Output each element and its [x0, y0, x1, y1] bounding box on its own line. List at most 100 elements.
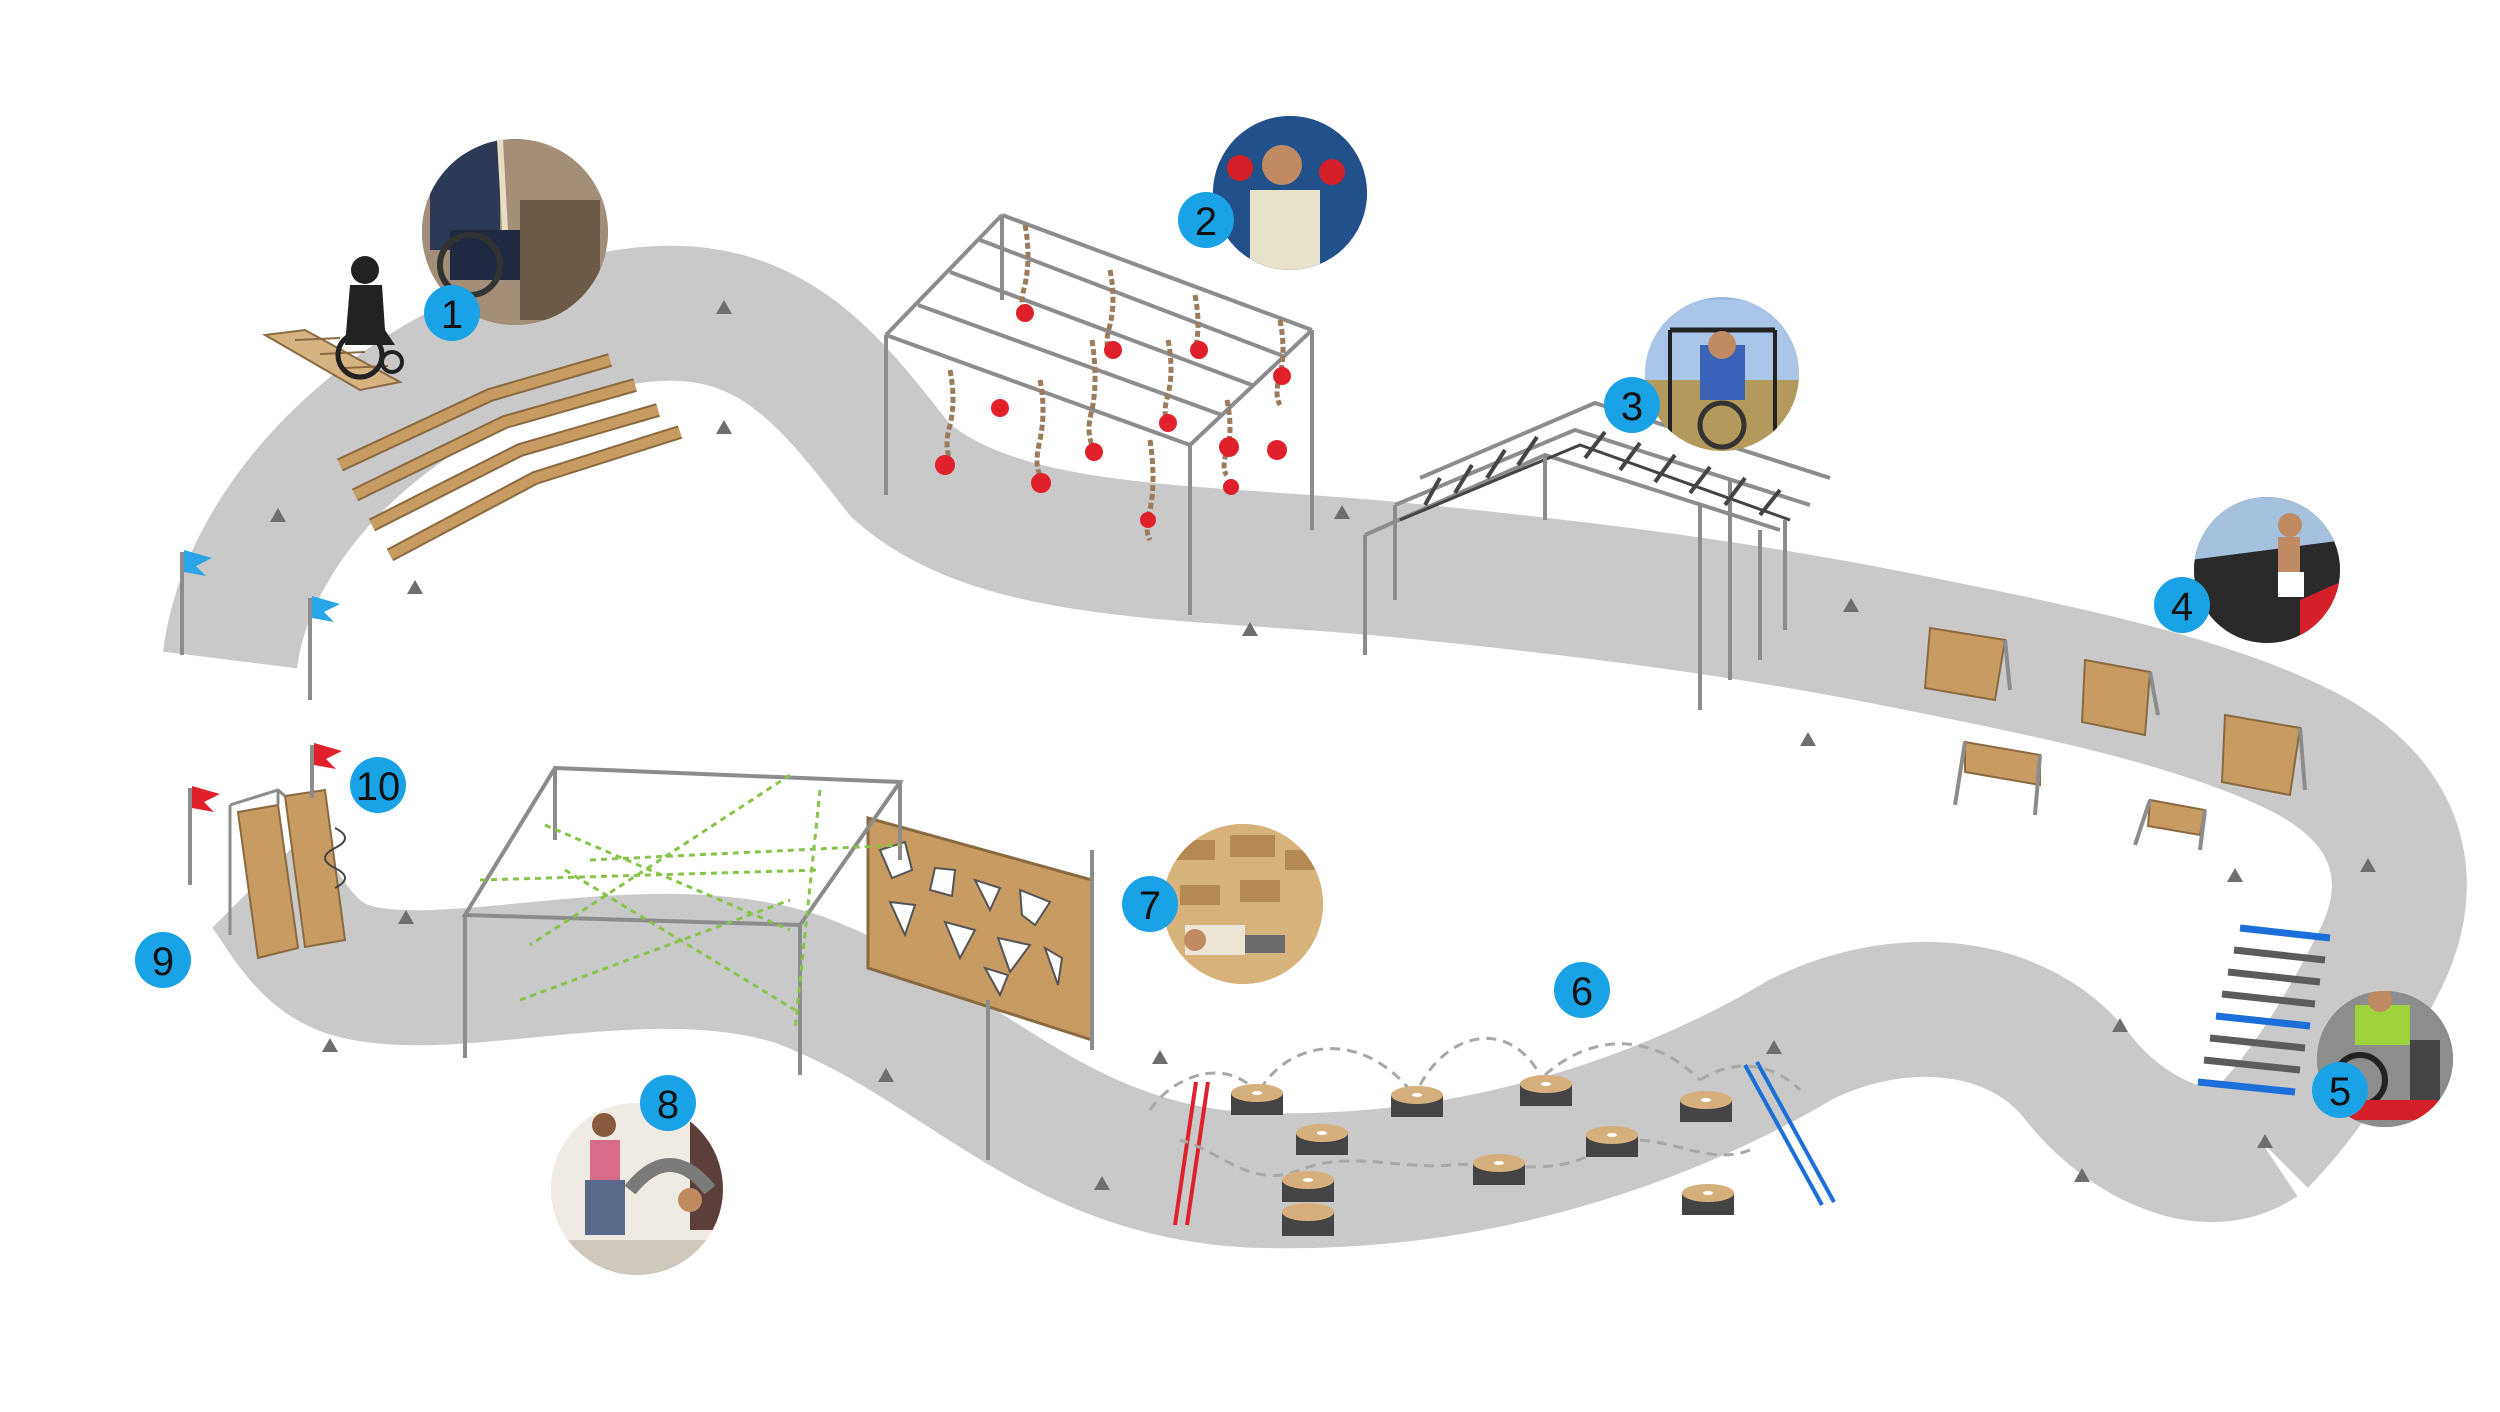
cone	[1094, 1176, 1110, 1190]
wheelchair-pullup-bar-photo	[1645, 297, 1799, 451]
station-number: 5	[2329, 1070, 2351, 1114]
cones	[270, 300, 2376, 1190]
station-3-monkey-bars	[1363, 400, 1831, 710]
finish-line	[1185, 1081, 1210, 1226]
station-number: 10	[356, 765, 401, 809]
station-6-path-arrows	[1148, 1037, 1802, 1177]
station-number: 1	[441, 293, 463, 337]
ring	[1273, 367, 1291, 385]
finish-line	[1173, 1081, 1198, 1226]
station-6-tyres	[1231, 1075, 1734, 1236]
hold	[1018, 888, 1052, 927]
cone	[878, 1068, 894, 1082]
station-number: 7	[1139, 884, 1161, 928]
station-badge-1: 1	[424, 285, 480, 341]
cone	[2227, 868, 2243, 882]
ring	[1223, 479, 1239, 495]
station-5-floor-ladder	[2197, 924, 2331, 1096]
tyre	[1282, 1171, 1334, 1202]
station-badge-2: 2	[1178, 192, 1234, 248]
station-1-planks	[337, 353, 683, 562]
cone	[1242, 622, 1258, 636]
hold	[973, 878, 1002, 913]
station-3-rungs	[1423, 430, 1782, 517]
hurdle-panel	[2146, 798, 2207, 837]
station-7-climbing-wall	[866, 816, 1094, 1160]
hold	[928, 866, 957, 898]
ring	[1219, 437, 1239, 457]
cone	[2360, 858, 2376, 872]
tyre	[1473, 1154, 1525, 1185]
ring	[1104, 341, 1122, 359]
ring	[1016, 304, 1034, 322]
hurdle-panel	[2080, 658, 2152, 737]
climbing-wall-photo	[1163, 824, 1323, 984]
tyre	[1680, 1091, 1732, 1122]
hold	[878, 840, 914, 880]
ring	[1085, 443, 1103, 461]
start-line	[1755, 1061, 1836, 1203]
station-8-lasers	[479, 773, 901, 1031]
ring	[1031, 473, 1051, 493]
station-6-lines	[1173, 1061, 1836, 1226]
station-badge-9: 9	[135, 932, 191, 988]
finish-flag	[188, 786, 220, 885]
flags	[180, 550, 342, 885]
station-badge-6: 6	[1554, 962, 1610, 1018]
hurdle-panel	[1923, 626, 2007, 702]
track-upper	[163, 245, 2467, 1188]
ninja-rings-photo	[1213, 116, 1367, 270]
station-number: 4	[2171, 585, 2193, 629]
station-number: 2	[1195, 200, 1217, 244]
plank	[337, 355, 612, 470]
cone	[407, 580, 423, 594]
station-badges: 1 2 3 4 5 6 7 8	[135, 192, 2368, 1131]
start-flag	[180, 550, 212, 655]
wall-climb-photo	[2194, 497, 2340, 643]
cone	[1843, 598, 1859, 612]
hold	[982, 966, 1010, 998]
cone	[1800, 732, 1816, 746]
start-line	[1743, 1064, 1824, 1206]
cone	[1152, 1050, 1168, 1064]
station-badge-10: 10	[350, 757, 406, 813]
station-badge-5: 5	[2312, 1062, 2368, 1118]
station-badge-3: 3	[1604, 377, 1660, 433]
finish-flag	[310, 743, 342, 798]
cone	[270, 508, 286, 522]
station-2-ring-rig	[884, 213, 1314, 615]
hurdle-panel	[2220, 713, 2302, 797]
hold	[1043, 945, 1064, 986]
ring	[935, 455, 955, 475]
tyre	[1231, 1084, 1283, 1115]
ring	[991, 399, 1009, 417]
tyre	[1391, 1086, 1443, 1117]
cone	[2074, 1168, 2090, 1182]
cone	[716, 420, 732, 434]
start-flag	[308, 596, 340, 700]
cone	[1334, 505, 1350, 519]
tyre	[1520, 1075, 1572, 1106]
ring	[1267, 440, 1287, 460]
station-badge-8: 8	[640, 1075, 696, 1131]
cone	[716, 300, 732, 314]
station-4-hurdles	[1923, 626, 2307, 851]
cone	[322, 1038, 338, 1052]
station-number: 3	[1621, 385, 1643, 429]
cone	[1766, 1040, 1782, 1054]
ring	[1140, 512, 1156, 528]
hurdle-panel	[1964, 740, 2041, 787]
tyre	[1296, 1124, 1348, 1155]
station-10-panels	[228, 788, 347, 960]
station-badge-4: 4	[2154, 577, 2210, 633]
cone	[2257, 1134, 2273, 1148]
station-number: 8	[657, 1083, 679, 1127]
hold	[943, 920, 977, 961]
crawl-exercise-photo	[551, 1103, 723, 1275]
station-number: 9	[152, 940, 174, 984]
tyre	[1282, 1203, 1334, 1236]
tyre	[1586, 1126, 1638, 1157]
hold	[888, 900, 917, 938]
wheelchair-user-silhouette	[335, 256, 404, 380]
